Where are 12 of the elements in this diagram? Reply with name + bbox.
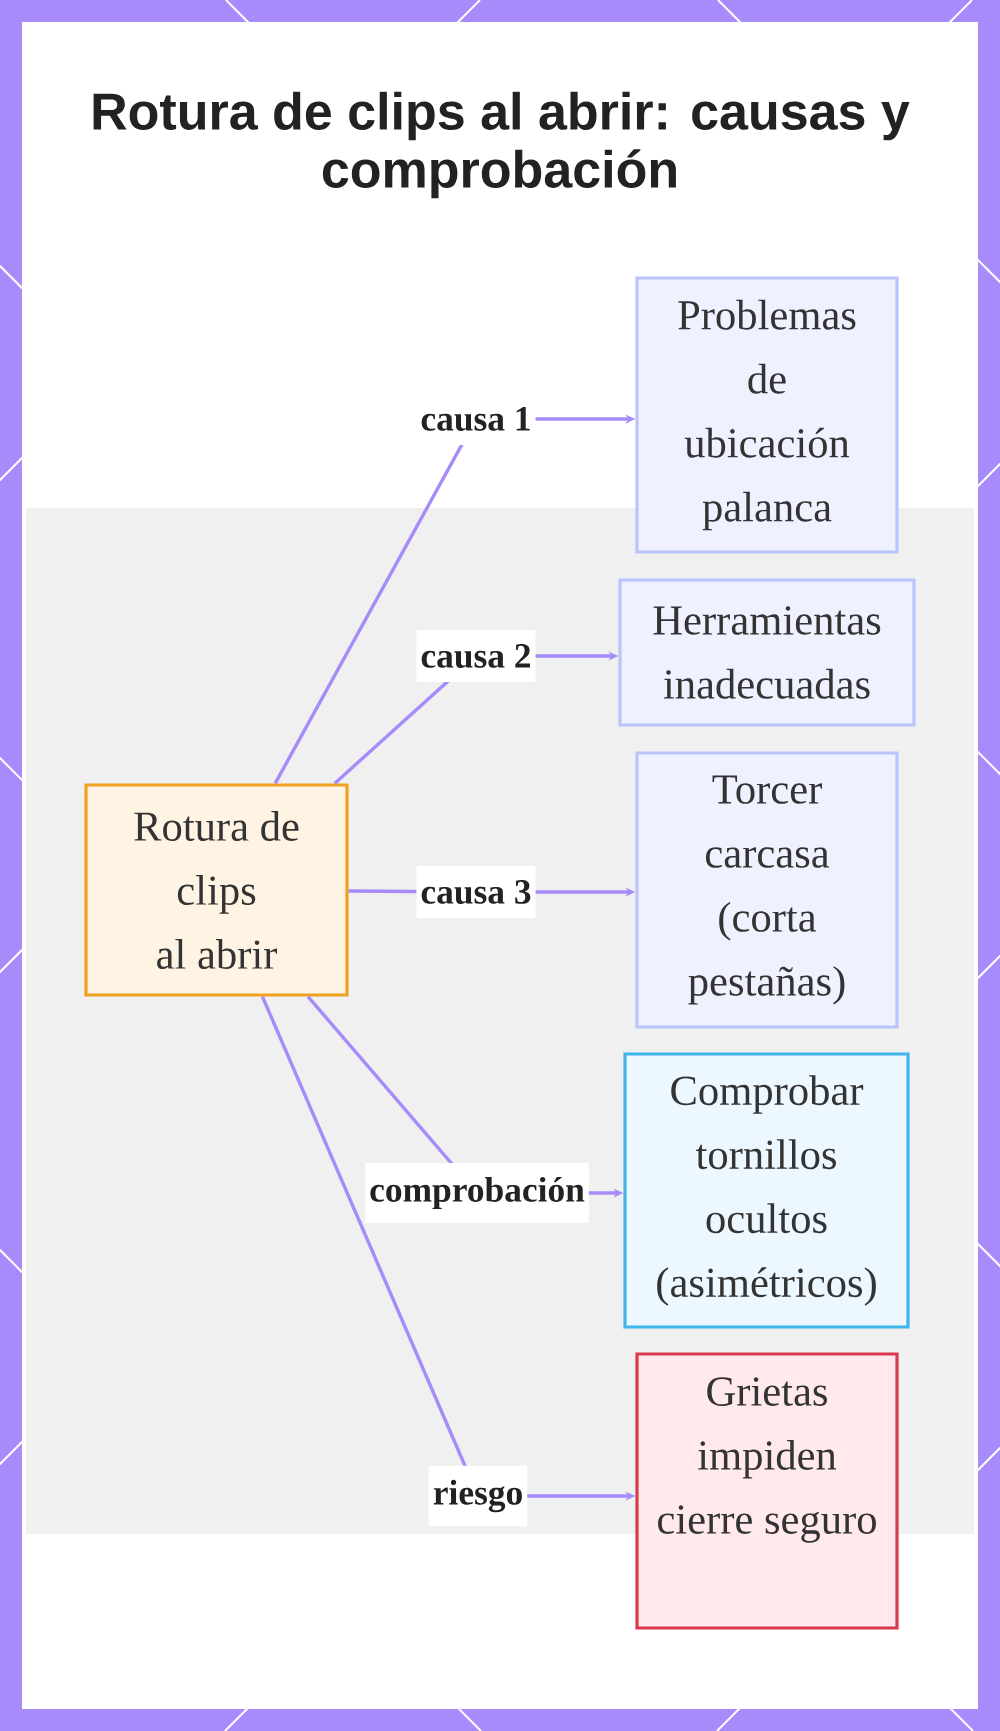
edge-label: causa 2 [416,630,536,682]
edge-label: causa 3 [416,866,536,918]
outcome-box: Problemas de ubicación palanca [635,276,899,554]
risk-box: Grietas impiden cierre seguro [635,1352,899,1630]
title: Rotura de clips al abrir: causas y comprobación [93,91,910,199]
edge-label: riesgo [428,1465,528,1527]
topic-box: Rotura de clips al abrir [84,783,349,997]
check-note-box: Comprobar tornillos ocultos (asimétricos) [623,1052,910,1329]
outcome-box: Torcer carcasa (corta pestañas) [635,751,899,1029]
edge-label: causa 1 [416,393,536,445]
edge-label: comprobación [365,1162,589,1224]
outcome-box: Herramientas inadecuadas [618,578,916,727]
